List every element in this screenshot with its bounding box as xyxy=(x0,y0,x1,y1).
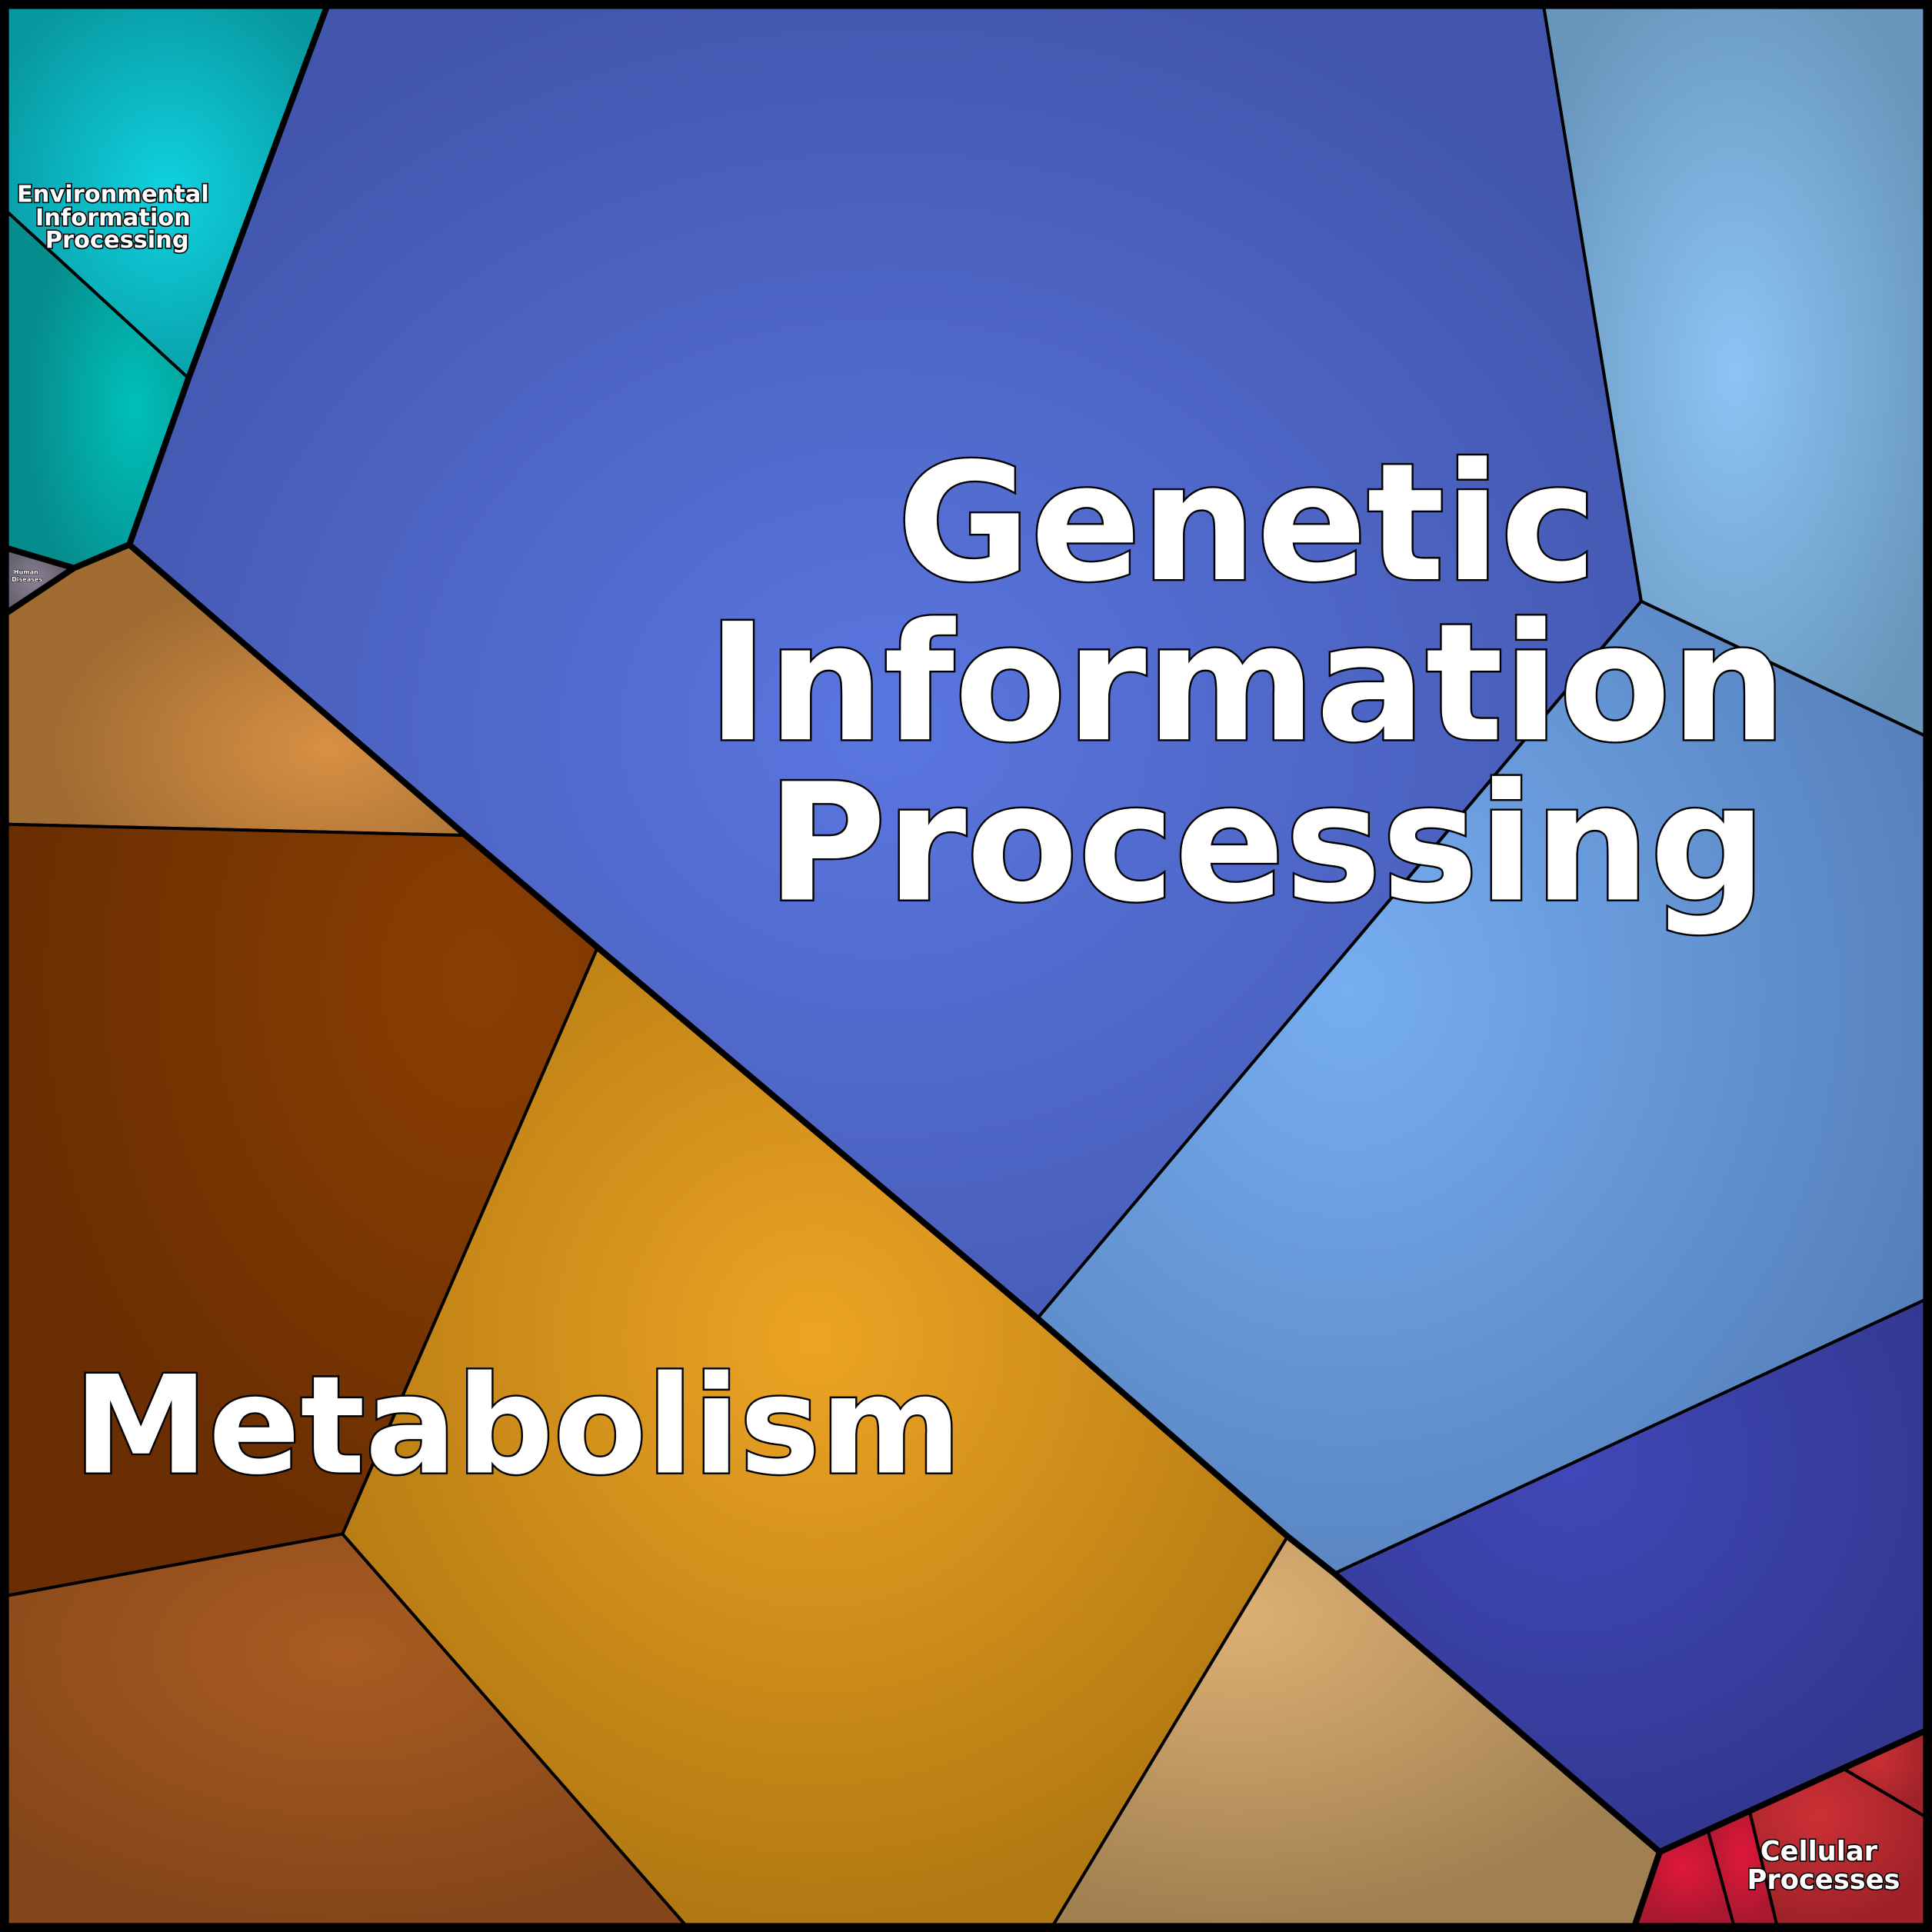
label-environmental-information-processing: Environmental Information Processing xyxy=(17,182,217,254)
label-human-diseases: Human Diseases xyxy=(12,569,42,584)
label-metabolism: Metabolism xyxy=(74,1346,962,1504)
label-cellular-processes: Cellular Processes xyxy=(1747,1836,1900,1896)
label-genetic-information-processing: Genetic Information Processing xyxy=(708,428,1844,938)
region-genetic-information-processing xyxy=(128,5,1927,1854)
